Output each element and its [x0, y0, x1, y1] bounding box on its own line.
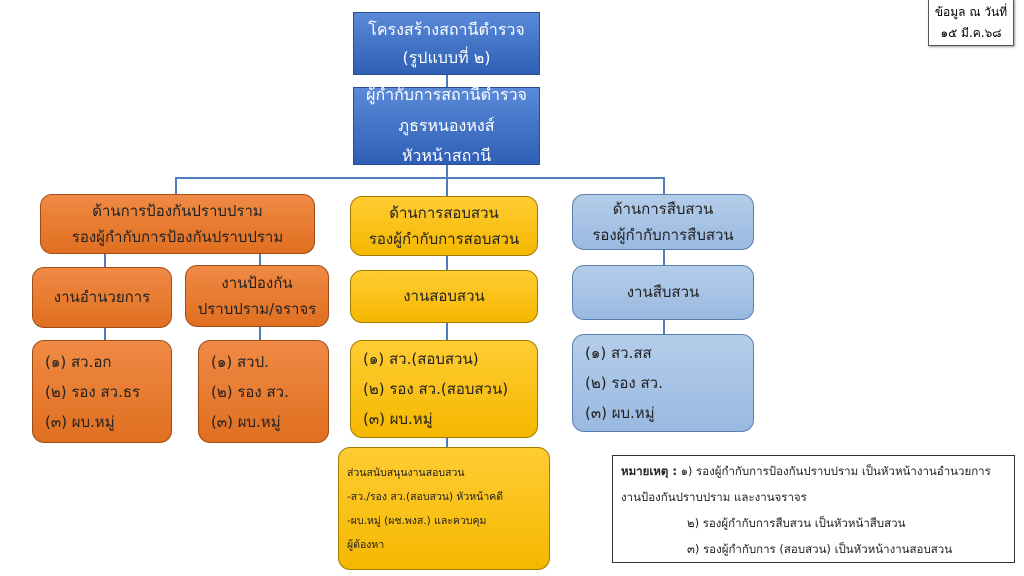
- investigation-division: ด้านการสืบสวน รองผู้กำกับการสืบสวน: [572, 194, 754, 250]
- list-item: (๒) รอง สว.(สอบสวน): [363, 380, 509, 398]
- connector: [663, 177, 665, 194]
- note-line: ๒) รองผู้กำกับการสืบสวน เป็นหัวหน้าสืบสว…: [687, 516, 906, 530]
- support-title: ส่วนสนับสนุนงานสอบสวน: [347, 466, 465, 479]
- note-line: ๑) รองผู้กำกับการป้องกันปราบปราม เป็นหัว…: [680, 464, 991, 478]
- investigation-staff-list: (๑) สว.สส (๒) รอง สว. (๓) ผบ.หมู่: [572, 334, 754, 432]
- inquiry-division: ด้านการสอบสวน รองผู้กำกับการสอบสวน: [350, 196, 538, 256]
- support-item: ผู้ต้องหา: [347, 538, 385, 551]
- division-head: รองผู้กำกับการสืบสวน: [592, 226, 734, 244]
- list-item: (๑) สวป.: [211, 352, 269, 371]
- list-item: (๓) ผบ.หมู่: [211, 412, 281, 431]
- list-item: (๒) รอง สว.: [585, 374, 663, 392]
- note-line: งานป้องกันปราบปราม และงานจราจร: [621, 490, 807, 504]
- patrol-unit: งานป้องกัน ปราบปราม/จราจร: [185, 265, 329, 327]
- inquiry-staff-list: (๑) สว.(สอบสวน) (๒) รอง สว.(สอบสวน) (๓) …: [350, 340, 538, 438]
- admin-unit: งานอำนวยการ: [32, 267, 172, 328]
- division-name: ด้านการป้องกันปราบปราม: [92, 201, 263, 220]
- connector: [446, 323, 448, 340]
- inquiry-support-box: ส่วนสนับสนุนงานสอบสวน -สว./รอง สว.(สอบสว…: [338, 447, 550, 570]
- connector: [259, 327, 261, 340]
- unit-name: งานอำนวยการ: [53, 288, 151, 307]
- connector: [446, 165, 448, 177]
- list-item: (๓) ผบ.หมู่: [363, 410, 433, 428]
- list-item: (๑) สว.สส: [585, 344, 652, 362]
- unit-name: งานสืบสวน: [626, 283, 700, 302]
- inquiry-unit: งานสอบสวน: [350, 270, 538, 323]
- connector: [175, 177, 177, 194]
- division-head: รองผู้กำกับการป้องกันปราบปราม: [71, 228, 284, 246]
- admin-staff-list: (๑) สว.อก (๒) รอง สว.ธร (๓) ผบ.หมู่: [32, 340, 172, 443]
- patrol-staff-list: (๑) สวป. (๒) รอง สว. (๓) ผบ.หมู่: [198, 340, 329, 443]
- division-head: รองผู้กำกับการสอบสวน: [368, 230, 520, 248]
- unit-name-2: ปราบปราม/จราจร: [197, 300, 317, 318]
- connector: [663, 320, 665, 334]
- chart-title-box: โครงสร้างสถานีตำรวจ (รูปแบบที่ ๒): [353, 12, 540, 75]
- list-item: (๓) ผบ.หมู่: [45, 412, 115, 431]
- date-box: ข้อมูล ณ วันที่ ๑๕ มี.ค.๖๘: [928, 0, 1014, 46]
- date-label: ข้อมูล ณ วันที่: [934, 5, 1008, 19]
- connector: [663, 250, 665, 265]
- head-role: หัวหน้าสถานี: [401, 146, 492, 166]
- connector: [259, 254, 261, 265]
- unit-name: งานสอบสวน: [403, 287, 485, 306]
- list-item: (๑) สว.(สอบสวน): [363, 350, 479, 368]
- support-item: -สว./รอง สว.(สอบสวน) หัวหน้าคดี: [347, 490, 504, 503]
- investigation-unit: งานสืบสวน: [572, 265, 754, 320]
- division-name: ด้านการสืบสวน: [612, 199, 714, 218]
- list-item: (๒) รอง สว.ธร: [45, 382, 141, 401]
- note-line: ๓) รองผู้กำกับการ (สอบสวน) เป็นหัวหน้างา…: [687, 542, 953, 556]
- support-item: -ผบ.หมู่ (ผช.พงส.) และควบคุม: [347, 514, 487, 527]
- connector: [104, 328, 106, 340]
- note-box: หมายเหตุ : ๑) รองผู้กำกับการป้องกันปราบป…: [612, 455, 1015, 563]
- list-item: (๓) ผบ.หมู่: [585, 404, 655, 422]
- date-value: ๑๕ มี.ค.๖๘: [940, 26, 1002, 40]
- connector: [446, 256, 448, 270]
- list-item: (๑) สว.อก: [45, 352, 112, 371]
- connector: [446, 438, 448, 447]
- division-name: ด้านการสอบสวน: [389, 203, 499, 222]
- unit-name: งานป้องกัน: [221, 273, 293, 292]
- connector: [446, 177, 448, 196]
- note-label: หมายเหตุ :: [621, 464, 677, 478]
- list-item: (๒) รอง สว.: [211, 382, 289, 401]
- connector: [104, 254, 106, 267]
- connector: [175, 177, 664, 179]
- chart-title: โครงสร้างสถานีตำรวจ (รูปแบบที่ ๒): [368, 19, 525, 67]
- connector: [446, 75, 448, 87]
- head-title: ผู้กำกับการสถานีตำรวจภูธรหนองหงส์: [366, 85, 527, 135]
- station-head-box: ผู้กำกับการสถานีตำรวจภูธรหนองหงส์ หัวหน้…: [353, 85, 540, 165]
- prevention-division: ด้านการป้องกันปราบปราม รองผู้กำกับการป้อ…: [40, 194, 315, 254]
